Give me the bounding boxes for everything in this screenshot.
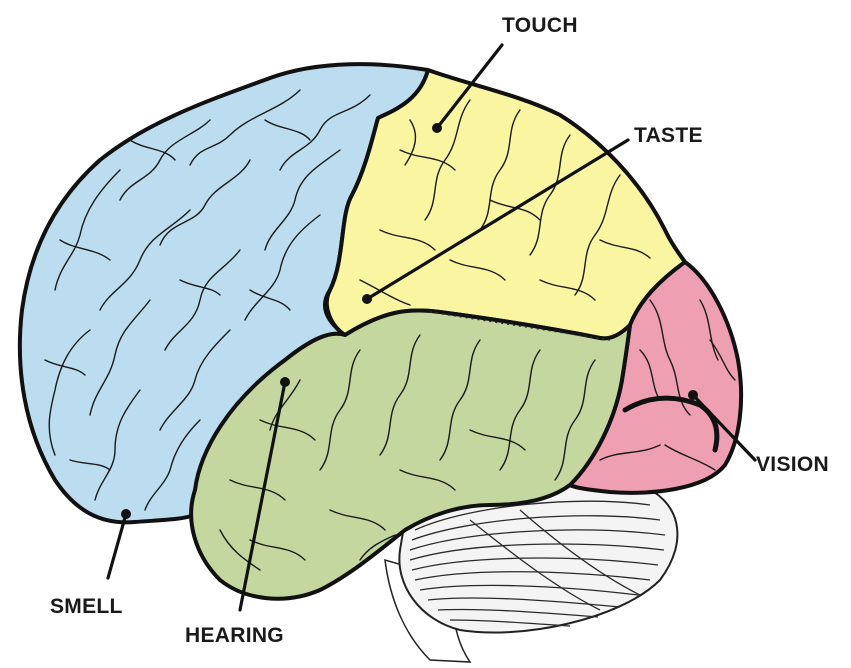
label-hearing: HEARING	[185, 624, 284, 647]
label-smell: SMELL	[50, 595, 123, 618]
label-taste: TASTE	[634, 124, 703, 147]
label-vision: VISION	[756, 453, 829, 476]
label-touch: TOUCH	[502, 14, 578, 37]
